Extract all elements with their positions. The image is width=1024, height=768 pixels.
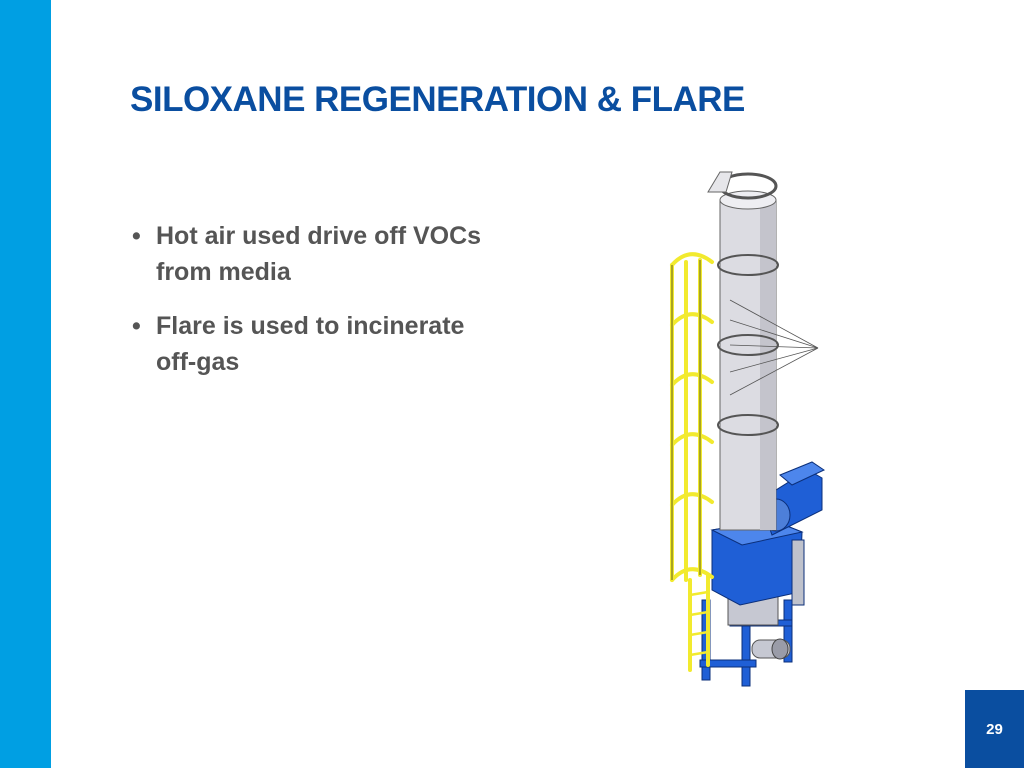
bullet-marker: • (132, 222, 141, 250)
page-number-box: 29 (965, 690, 1024, 768)
bullet-list: • Hot air used drive off VOCs from media… (132, 218, 492, 398)
leader-lines (729, 299, 819, 396)
bullet-item-hot-air: • Hot air used drive off VOCs from media (132, 218, 492, 290)
left-accent-bar (0, 0, 51, 768)
slide-title: SILOXANE REGENERATION & FLARE (130, 80, 745, 119)
ladder-rungs (689, 590, 709, 657)
bullet-item-flare: • Flare is used to incinerate off-gas (132, 308, 492, 380)
bullet-text: Hot air used drive off VOCs from media (156, 222, 482, 286)
ladder-outline (671, 260, 701, 580)
page-number: 29 (986, 720, 1003, 738)
flare-stack-illustration (670, 171, 826, 687)
bullet-marker: • (132, 312, 141, 340)
caged-ladder (670, 252, 714, 672)
stack-body (707, 171, 779, 531)
bullet-text: Flare is used to incinerate off-gas (156, 312, 465, 376)
